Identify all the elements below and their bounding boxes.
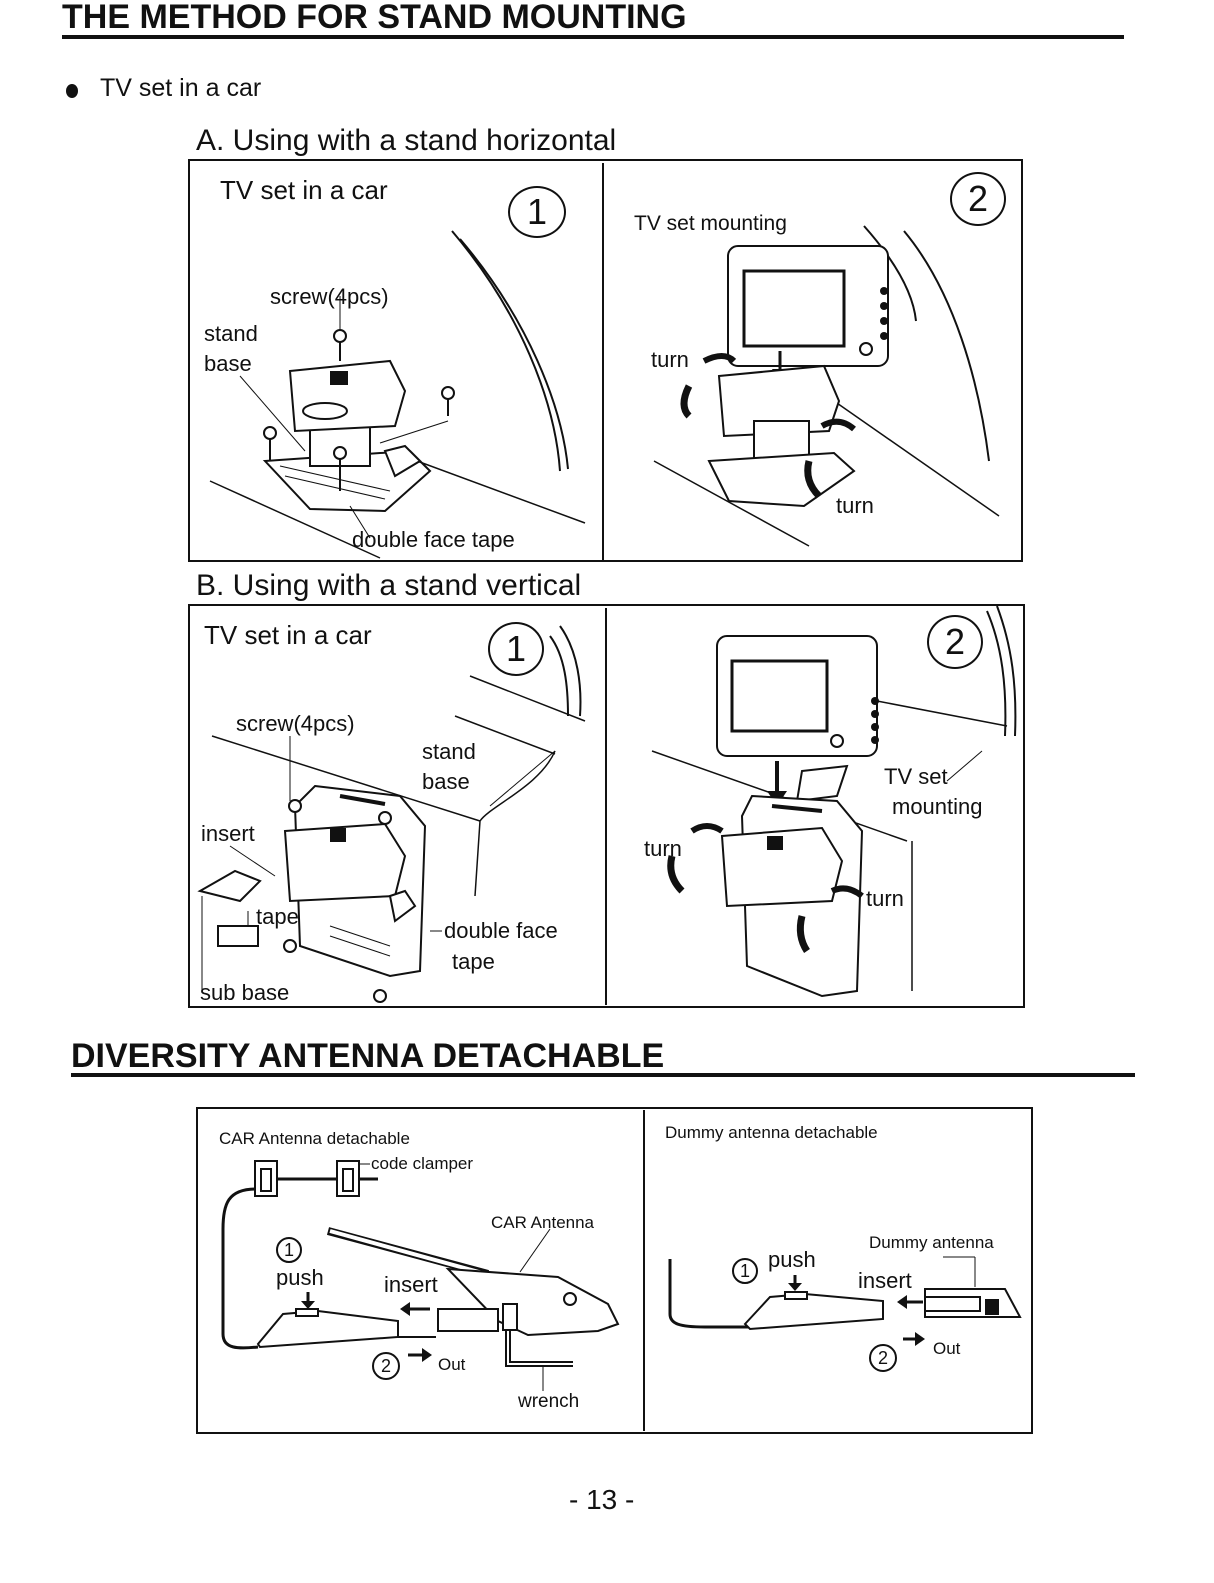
heading-part-a: A. Using with a stand horizontal [196, 124, 617, 157]
label-turn: turn [836, 493, 874, 518]
label-screw: screw(4pcs) [236, 711, 355, 736]
stand-vertical-illustration [197, 625, 586, 1003]
car-antenna-illustration [221, 1160, 620, 1391]
step-number: 2 [967, 178, 989, 219]
label-out: Out [438, 1355, 466, 1374]
bullet-text: TV set in a car [100, 74, 262, 102]
step-2-badge: 2 [372, 1352, 400, 1380]
label-double-face-tape: tape [452, 949, 495, 974]
antenna-figure-divider [643, 1110, 645, 1431]
step-number: 2 [380, 1356, 391, 1376]
label-double-face: double face [444, 918, 558, 943]
label-insert: insert [201, 821, 255, 846]
step-number: 1 [739, 1261, 750, 1281]
step-1-badge: 1 [508, 186, 566, 238]
label-stand: stand [204, 321, 258, 346]
figure-b1-caption: TV set in a car [204, 620, 372, 650]
figure-a1-caption: TV set in a car [220, 175, 388, 205]
title-underline [62, 35, 1124, 39]
label-insert: insert [858, 1268, 912, 1293]
label-double-face-tape: double face tape [352, 527, 515, 552]
step-2-badge: 2 [950, 172, 1006, 226]
label-tv-set: TV set [884, 764, 948, 789]
dummy-antenna-caption: Dummy antenna detachable [665, 1123, 878, 1142]
label-turn: turn [644, 836, 682, 861]
figure-b-divider [605, 608, 607, 1005]
label-screw: screw(4pcs) [270, 284, 389, 309]
step-number: 1 [505, 628, 527, 669]
section-title-stand-mounting: THE METHOD FOR STAND MOUNTING [62, 0, 687, 36]
stand-horizontal-illustration [209, 230, 586, 559]
figure-a2-caption: TV set mounting [634, 212, 787, 235]
step-1-badge: 1 [488, 622, 544, 676]
tv-mounting-vertical-illustration [651, 605, 1017, 998]
figure-a-frame [188, 159, 1023, 562]
label-insert: insert [384, 1272, 438, 1297]
label-dummy-antenna: Dummy antenna [869, 1233, 994, 1252]
label-wrench: wrench [518, 1391, 580, 1412]
label-turn: turn [651, 347, 689, 372]
antenna-figure-frame [196, 1107, 1033, 1434]
label-mounting: mounting [892, 794, 983, 819]
step-2-badge: 2 [927, 615, 983, 669]
step-2-badge: 2 [869, 1344, 897, 1372]
page-number: - 13 - [569, 1484, 635, 1515]
dummy-antenna-illustration [668, 1256, 1022, 1346]
title-underline [71, 1073, 1135, 1077]
bullet-icon [66, 84, 78, 98]
step-number: 2 [944, 621, 966, 662]
label-code-clamper: code clamper [371, 1154, 474, 1173]
label-base: base [204, 351, 252, 376]
step-number: 1 [283, 1240, 294, 1260]
figure-b-frame [188, 604, 1025, 1008]
label-push: push [276, 1265, 324, 1290]
tv-mounting-horizontal-illustration [653, 225, 1000, 547]
step-1-badge: 1 [732, 1258, 758, 1284]
car-antenna-caption: CAR Antenna detachable [219, 1129, 410, 1148]
step-1-badge: 1 [276, 1237, 302, 1263]
label-push: push [768, 1247, 816, 1272]
heading-part-b: B. Using with a stand vertical [196, 569, 582, 602]
label-base: base [422, 769, 470, 794]
figure-a-divider [602, 163, 604, 560]
label-stand: stand [422, 739, 476, 764]
step-number: 1 [526, 191, 548, 232]
label-tape: tape [256, 904, 299, 929]
label-car-antenna: CAR Antenna [491, 1213, 595, 1232]
step-number: 2 [877, 1348, 888, 1368]
label-turn: turn [866, 886, 904, 911]
section-title-diversity-antenna: DIVERSITY ANTENNA DETACHABLE [71, 1037, 665, 1075]
label-sub-base: sub base [200, 980, 290, 1005]
label-out: Out [933, 1339, 961, 1358]
